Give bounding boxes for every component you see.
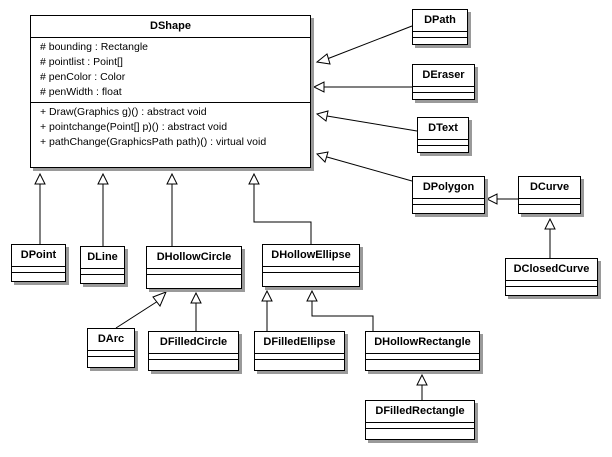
operation: + pathChange(GraphicsPath path)() : virt…	[40, 136, 267, 148]
arrowhead-dtext	[315, 110, 329, 122]
class-name: DPoint	[20, 249, 57, 261]
class-dhollowellipse: DHollowEllipse	[262, 244, 360, 287]
class-name: DHollowRectangle	[374, 336, 471, 348]
arrowhead-dpoint	[34, 172, 46, 185]
class-dpath: DPath	[412, 9, 468, 45]
class-name: DLine	[87, 251, 118, 263]
class-dclosedcurve: DClosedCurve	[505, 258, 598, 296]
class-darc: DArc	[87, 328, 135, 368]
arrowhead-deraser	[312, 81, 325, 93]
attributes-section: # bounding : Rectangle # pointlist : Poi…	[31, 37, 310, 102]
arrowhead-dline	[97, 172, 109, 185]
class-name: DEraser	[422, 69, 465, 81]
arrowhead-dcurve	[485, 193, 498, 205]
arrowhead-dfilledellipse	[261, 289, 273, 302]
arrowhead-dhollowrectangle	[306, 289, 318, 302]
class-dpolygon: DPolygon	[412, 176, 485, 214]
class-dshape: DShape # bounding : Rectangle # pointlis…	[30, 15, 311, 168]
attribute: # bounding : Rectangle	[40, 41, 148, 53]
attribute: # pointlist : Point[]	[40, 56, 123, 68]
attribute: # penColor : Color	[40, 71, 126, 83]
class-name: DHollowEllipse	[271, 249, 351, 261]
class-name: DShape	[150, 20, 191, 32]
class-name: DFilledCircle	[159, 336, 228, 348]
edge-dhollowrectangle-dhollowellipse	[311, 301, 374, 331]
class-name: DPath	[424, 14, 456, 26]
class-name: DHollowCircle	[156, 251, 232, 263]
arrowhead-dpath	[315, 53, 331, 65]
arrowhead-dhollowellipse	[248, 172, 260, 185]
class-name: DPolygon	[422, 181, 475, 193]
operation: + Draw(Graphics g)() : abstract void	[40, 106, 207, 118]
class-name: DText	[428, 122, 458, 134]
class-dfilledellipse: DFilledEllipse	[254, 331, 345, 371]
class-name: DFilledRectangle	[375, 405, 465, 417]
class-name: DCurve	[529, 181, 570, 193]
operation: + pointchange(Point[] p)() : abstract vo…	[40, 121, 228, 133]
class-deraser: DEraser	[412, 64, 475, 100]
operations-section: + Draw(Graphics g)() : abstract void + p…	[31, 102, 310, 152]
attribute: # penWidth : float	[40, 86, 122, 98]
edge-dhollowellipse-dshape	[253, 184, 312, 244]
arrowhead-dfilledcircle	[190, 291, 202, 304]
arrowhead-dpolygon	[315, 151, 329, 163]
edge-dpath-dshape	[326, 25, 413, 60]
class-dpoint: DPoint	[11, 244, 66, 282]
arrowhead-darc	[152, 291, 167, 307]
class-dline: DLine	[80, 246, 125, 284]
class-name: DArc	[97, 333, 125, 345]
class-dhollowrectangle: DHollowRectangle	[365, 331, 480, 371]
class-dtext: DText	[417, 117, 469, 153]
edge-darc-dhollowcircle	[115, 300, 159, 329]
class-name: DFilledEllipse	[263, 336, 336, 348]
arrowhead-dclosedcurve	[544, 217, 556, 230]
arrowhead-dfilledrectangle	[416, 373, 428, 386]
class-dhollowcircle: DHollowCircle	[146, 246, 242, 289]
class-dfilledrectangle: DFilledRectangle	[365, 400, 475, 440]
edge-dtext-dshape	[326, 115, 418, 132]
class-dcurve: DCurve	[518, 176, 581, 214]
class-name: DClosedCurve	[513, 263, 590, 275]
arrowhead-dhollowcircle	[166, 172, 178, 185]
class-dfilledcircle: DFilledCircle	[148, 331, 239, 371]
edge-dpolygon-dshape	[326, 156, 413, 182]
